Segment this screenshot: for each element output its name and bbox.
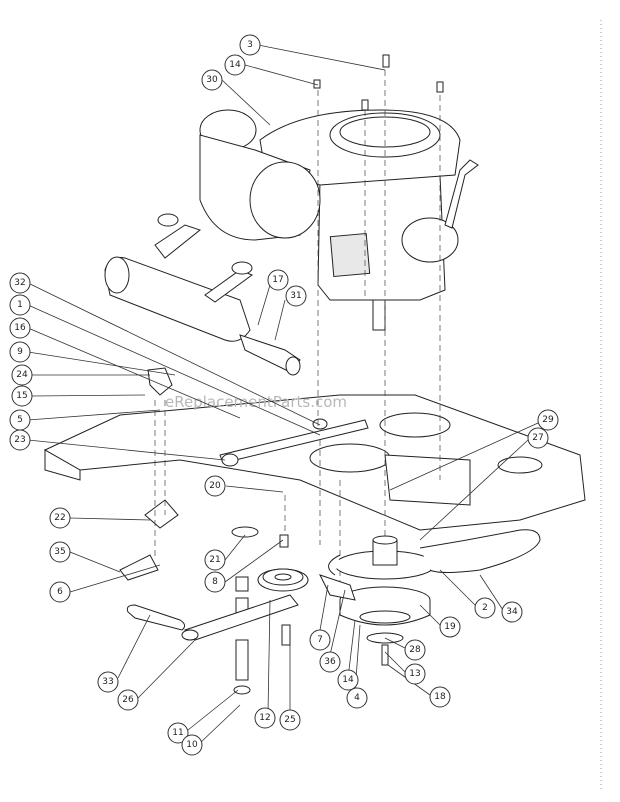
callout-24: 24 bbox=[11, 364, 33, 386]
callout-label: 13 bbox=[409, 669, 420, 679]
callout-11: 11 bbox=[167, 722, 189, 744]
callout-label: 20 bbox=[209, 481, 221, 491]
drive-belt bbox=[328, 529, 541, 576]
callout-6: 6 bbox=[49, 581, 71, 603]
callout-label: 11 bbox=[172, 728, 183, 738]
callout-35: 35 bbox=[49, 541, 71, 563]
callout-18: 18 bbox=[429, 686, 451, 708]
callout-label: 33 bbox=[102, 677, 113, 687]
idler-pulley bbox=[231, 526, 309, 646]
callout-label: 28 bbox=[409, 645, 421, 655]
callout-32: 32 bbox=[9, 272, 31, 294]
callout-31: 31 bbox=[285, 285, 307, 307]
callout-21: 21 bbox=[204, 549, 226, 571]
callout-label: 10 bbox=[186, 740, 198, 750]
callout-14b: 14 bbox=[337, 669, 359, 691]
engine-assembly bbox=[199, 54, 479, 331]
callout-34: 34 bbox=[501, 601, 523, 623]
callout-5: 5 bbox=[9, 409, 31, 431]
alignment-lines bbox=[284, 70, 441, 590]
callout-1: 1 bbox=[9, 294, 31, 316]
spacer-stack bbox=[233, 639, 251, 695]
callout-label: 6 bbox=[57, 587, 63, 597]
callout-30: 30 bbox=[201, 69, 223, 91]
callout-label: 34 bbox=[506, 607, 518, 617]
callout-label: 3 bbox=[247, 40, 253, 50]
callout-label: 17 bbox=[272, 275, 283, 285]
callout-label: 5 bbox=[17, 415, 23, 425]
deck-plate bbox=[43, 394, 586, 531]
callout-label: 31 bbox=[290, 291, 301, 301]
callout-label: 12 bbox=[259, 713, 270, 723]
callout-16: 16 bbox=[9, 317, 31, 339]
callout-label: 23 bbox=[14, 435, 25, 445]
callout-9: 9 bbox=[9, 341, 31, 363]
callout-label: 4 bbox=[354, 693, 360, 703]
clutch-assembly bbox=[334, 535, 436, 666]
callout-8: 8 bbox=[204, 571, 226, 593]
callout-20: 20 bbox=[204, 475, 226, 497]
callout-label: 26 bbox=[122, 695, 134, 705]
spring bbox=[126, 604, 186, 631]
callout-27: 27 bbox=[527, 427, 549, 449]
callout-23: 23 bbox=[9, 429, 31, 451]
callout-label: 24 bbox=[16, 370, 28, 380]
callout-label: 14 bbox=[229, 60, 241, 70]
watermark: eReplacementParts.com bbox=[165, 393, 347, 411]
callout-label: 8 bbox=[212, 577, 218, 587]
clutch-lever bbox=[319, 574, 356, 601]
callout-25: 25 bbox=[279, 709, 301, 731]
shaft-rod bbox=[219, 418, 369, 467]
callout-label: 1 bbox=[17, 300, 23, 310]
callout-label: 9 bbox=[17, 347, 23, 357]
callout-label: 35 bbox=[54, 547, 65, 557]
callout-label: 19 bbox=[444, 622, 456, 632]
callout-2: 2 bbox=[474, 597, 496, 619]
leader-lines bbox=[27, 44, 539, 744]
callout-label: 36 bbox=[324, 657, 336, 667]
callout-label: 14 bbox=[342, 675, 354, 685]
callout-label: 27 bbox=[532, 433, 543, 443]
callout-7: 7 bbox=[309, 629, 331, 651]
callout-17: 17 bbox=[267, 269, 289, 291]
callout-label: 22 bbox=[54, 513, 65, 523]
callout-12: 12 bbox=[254, 707, 276, 729]
callout-28: 28 bbox=[404, 639, 426, 661]
callout-26: 26 bbox=[117, 689, 139, 711]
callout-15: 15 bbox=[11, 385, 33, 407]
callout-label: 30 bbox=[206, 75, 218, 85]
callout-label: 18 bbox=[434, 692, 446, 702]
callout-36: 36 bbox=[319, 651, 341, 673]
callout-label: 32 bbox=[14, 278, 25, 288]
callout-label: 21 bbox=[209, 555, 220, 565]
callout-label: 29 bbox=[542, 415, 554, 425]
callout-4: 4 bbox=[346, 687, 368, 709]
callout-10: 10 bbox=[181, 734, 203, 756]
callout-19: 19 bbox=[439, 616, 461, 638]
callout-14: 14 bbox=[224, 54, 246, 76]
callout-label: 7 bbox=[317, 635, 323, 645]
callout-29: 29 bbox=[537, 409, 559, 431]
callout-label: 16 bbox=[14, 323, 26, 333]
callout-22: 22 bbox=[49, 507, 71, 529]
muffler-assembly bbox=[104, 213, 301, 376]
callout-label: 15 bbox=[16, 391, 27, 401]
callout-13: 13 bbox=[404, 663, 426, 685]
callout-33: 33 bbox=[97, 671, 119, 693]
callout-label: 2 bbox=[482, 603, 488, 613]
callout-label: 25 bbox=[284, 715, 295, 725]
callout-3: 3 bbox=[239, 34, 261, 56]
